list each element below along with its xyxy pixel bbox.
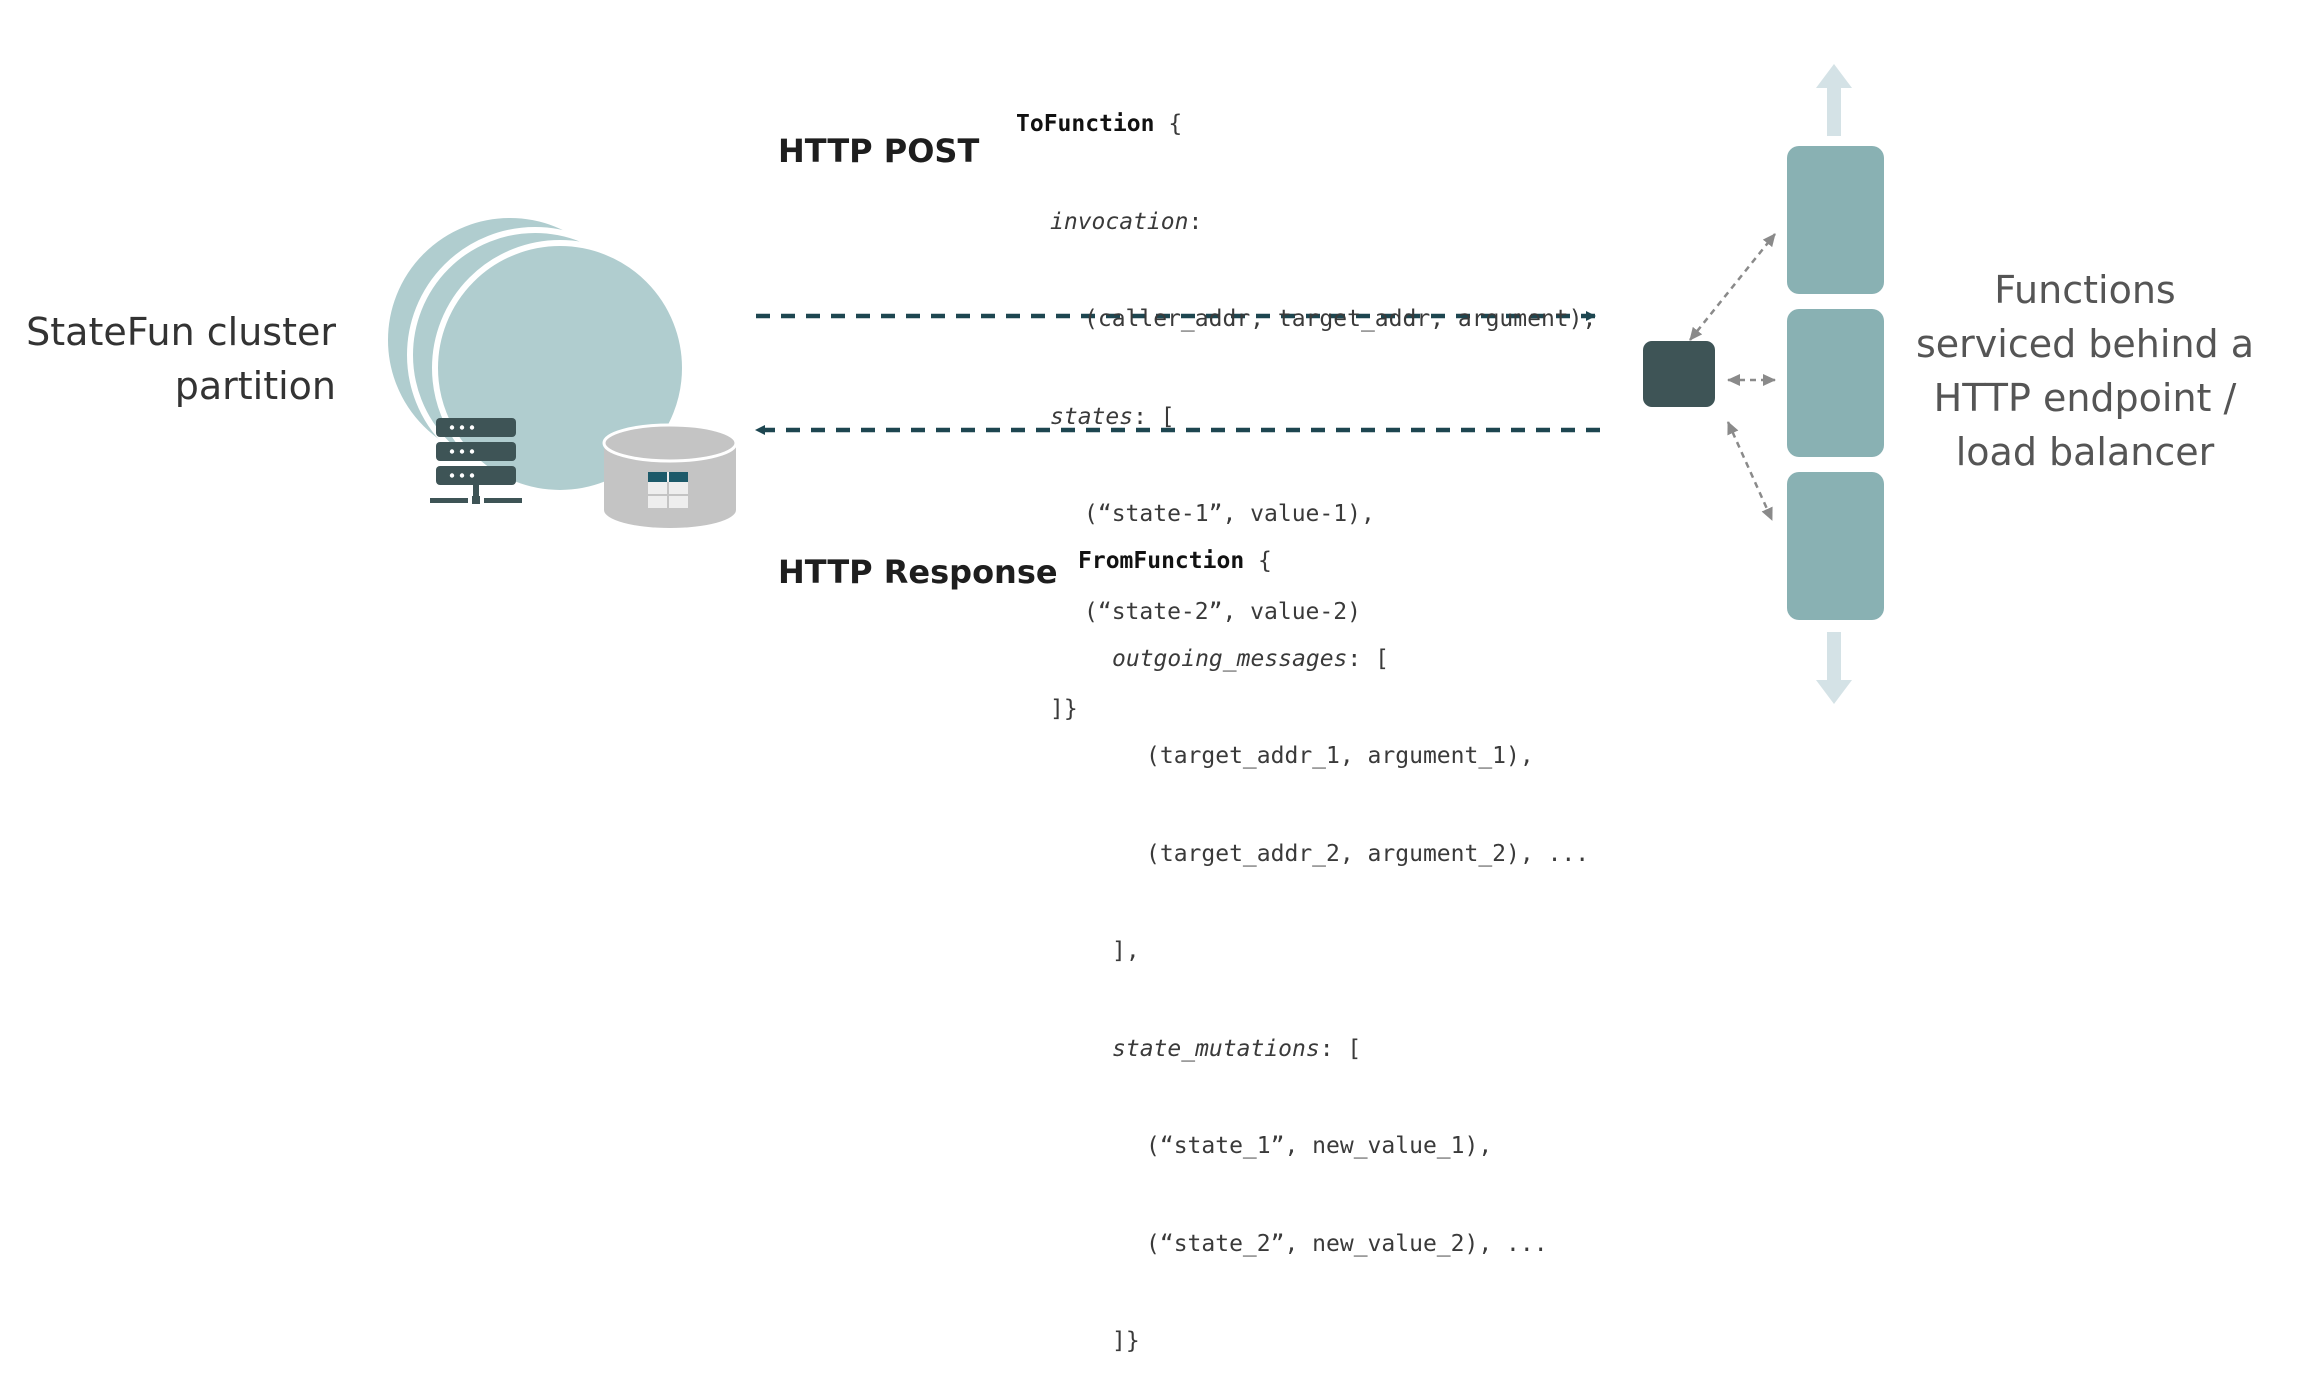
code-line: FromFunction { — [1078, 545, 1589, 578]
code-line: state_mutations: [ — [1078, 1033, 1589, 1066]
code-text: { — [1154, 111, 1183, 137]
balancer-arrow-top — [1689, 233, 1776, 341]
scale-down-arrow — [1816, 632, 1852, 704]
code-text: { — [1244, 548, 1272, 574]
function-box — [1787, 472, 1884, 620]
code-line: ToFunction { — [1016, 108, 1596, 141]
from-function-code: FromFunction { outgoing_messages: [ (tar… — [1078, 480, 1589, 1390]
code-line: ]} — [1050, 696, 1078, 722]
functions-label-line: Functions — [1994, 268, 2176, 312]
code-line: (“state_2”, new_value_2), ... — [1146, 1230, 1548, 1257]
code-key: states — [1050, 403, 1134, 430]
functions-label: Functions serviced behind a HTTP endpoin… — [1890, 263, 2280, 479]
scale-up-arrow — [1816, 64, 1852, 136]
function-box — [1787, 309, 1884, 457]
code-line: ], — [1112, 938, 1140, 964]
code-line: invocation: — [1050, 208, 1203, 235]
code-key: outgoing_messages — [1112, 645, 1348, 672]
code-key: state_mutations — [1112, 1035, 1320, 1062]
code-key: invocation — [1050, 208, 1189, 235]
database-icon — [602, 423, 738, 528]
code-type: FromFunction — [1078, 548, 1245, 574]
code-text: : [ — [1133, 403, 1175, 430]
http-response-label: HTTP Response — [778, 553, 1058, 591]
function-box — [1787, 146, 1884, 294]
code-line: ]} — [1112, 1328, 1140, 1354]
to-function-code: ToFunction { invocation: (caller_addr, t… — [1016, 43, 1596, 758]
code-type: ToFunction — [1016, 111, 1155, 137]
http-post-label: HTTP POST — [778, 132, 980, 170]
code-line: (caller_addr, target_addr, argument), — [1084, 306, 1597, 332]
code-line: states: [ — [1016, 401, 1596, 434]
cluster-partitions — [382, 212, 688, 496]
code-line: outgoing_messages: [ — [1078, 643, 1589, 676]
functions-label-line: load balancer — [1955, 430, 2215, 474]
cluster-label-line: StateFun cluster — [26, 310, 336, 354]
architecture-diagram — [382, 64, 1884, 704]
code-line: (target_addr_2, argument_2), ... — [1146, 840, 1590, 867]
code-text: : [ — [1347, 645, 1389, 672]
cluster-label: StateFun cluster partition — [0, 305, 336, 413]
code-line: (“state_1”, new_value_1), — [1146, 1133, 1493, 1159]
server-icon — [430, 418, 522, 504]
code-line: (target_addr_1, argument_1), — [1146, 743, 1534, 769]
functions-label-line: serviced behind a — [1915, 322, 2255, 366]
code-line: (“state-2”, value-2) — [1084, 598, 1361, 625]
load-balancer-box — [1643, 341, 1715, 407]
cluster-label-line: partition — [174, 364, 336, 408]
code-text: : [ — [1319, 1035, 1362, 1062]
functions-label-line: HTTP endpoint / — [1933, 376, 2237, 420]
balancer-arrow-bottom — [1726, 421, 1774, 521]
code-line: (“state-1”, value-1), — [1084, 501, 1375, 527]
